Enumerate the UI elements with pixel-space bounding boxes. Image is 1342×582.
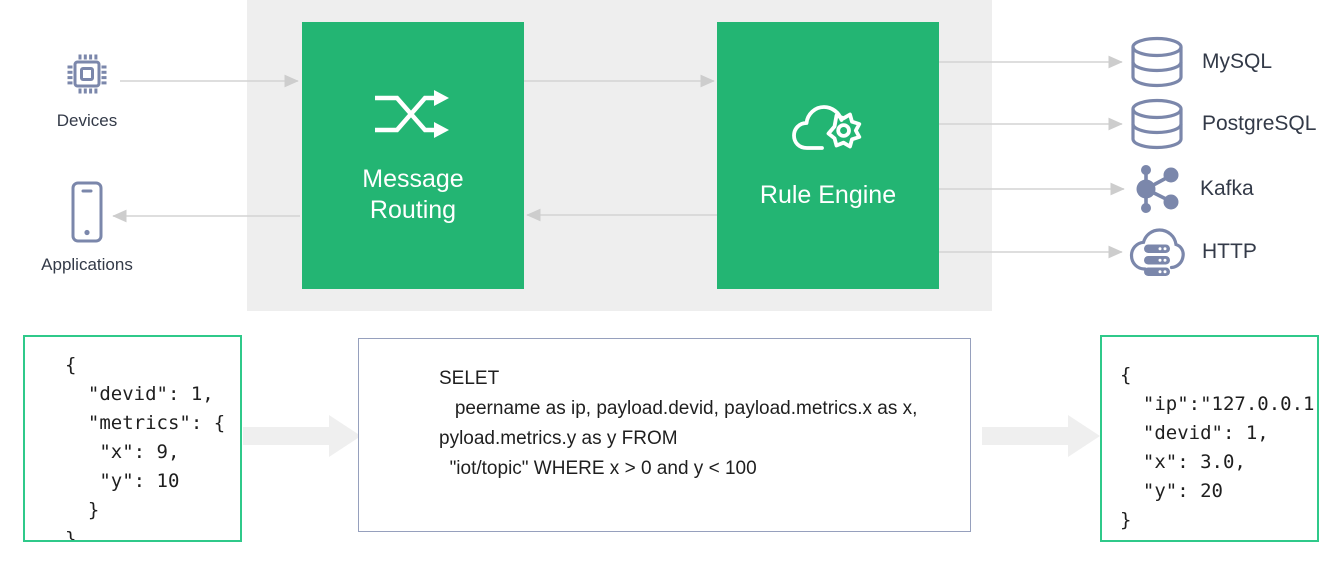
destination-postgresql[interactable]: PostgreSQL bbox=[1128, 98, 1316, 150]
output-payload-text: { "ip":"127.0.0.1", "devid": 1, "x": 3.0… bbox=[1120, 364, 1319, 531]
block-arrow-sql-to-output bbox=[982, 415, 1100, 457]
process-rule-engine[interactable]: Rule Engine bbox=[717, 22, 939, 289]
connector-layer bbox=[112, 55, 1125, 259]
process-label-rule-engine: Rule Engine bbox=[759, 181, 897, 209]
process-label-line-1: Message bbox=[362, 164, 464, 193]
database-cylinder-icon bbox=[1128, 36, 1186, 88]
block-arrow-input-to-sql bbox=[243, 415, 361, 457]
code-box-output-payload[interactable]: { "ip":"127.0.0.1", "devid": 1, "x": 3.0… bbox=[1100, 335, 1319, 542]
mobile-phone-icon bbox=[65, 180, 109, 246]
destination-http[interactable]: HTTP bbox=[1128, 226, 1257, 278]
source-devices[interactable]: Devices bbox=[22, 46, 152, 131]
node-graph-icon bbox=[1130, 163, 1184, 215]
destination-mysql[interactable]: MySQL bbox=[1128, 36, 1272, 88]
source-applications[interactable]: Applications bbox=[18, 180, 156, 275]
destination-label-mysql: MySQL bbox=[1202, 50, 1273, 73]
code-box-input-payload[interactable]: { "devid": 1, "metrics": { "x": 9, "y": … bbox=[23, 335, 242, 542]
shuffle-arrows-icon bbox=[371, 86, 455, 142]
process-label-message-routing: Message Routing bbox=[362, 164, 463, 226]
destination-kafka[interactable]: Kafka bbox=[1130, 163, 1254, 215]
cloud-server-icon bbox=[1128, 226, 1186, 278]
database-cylinder-icon bbox=[1128, 98, 1186, 150]
destination-label-kafka: Kafka bbox=[1200, 177, 1254, 200]
process-message-routing[interactable]: Message Routing bbox=[302, 22, 524, 289]
process-label-line-2: Routing bbox=[369, 195, 457, 224]
code-box-rule-sql[interactable]: SELET peername as ip, payload.devid, pay… bbox=[358, 338, 971, 532]
destination-label-http: HTTP bbox=[1202, 240, 1257, 263]
source-label-applications: Applications bbox=[41, 255, 133, 274]
source-label-devices: Devices bbox=[56, 111, 118, 130]
rule-sql-text: SELET peername as ip, payload.devid, pay… bbox=[439, 368, 918, 479]
input-payload-text: { "devid": 1, "metrics": { "x": 9, "y": … bbox=[65, 354, 226, 542]
cloud-gear-icon bbox=[791, 100, 865, 158]
destination-label-postgresql: PostgreSQL bbox=[1202, 112, 1317, 135]
cpu-chip-icon bbox=[59, 46, 115, 102]
